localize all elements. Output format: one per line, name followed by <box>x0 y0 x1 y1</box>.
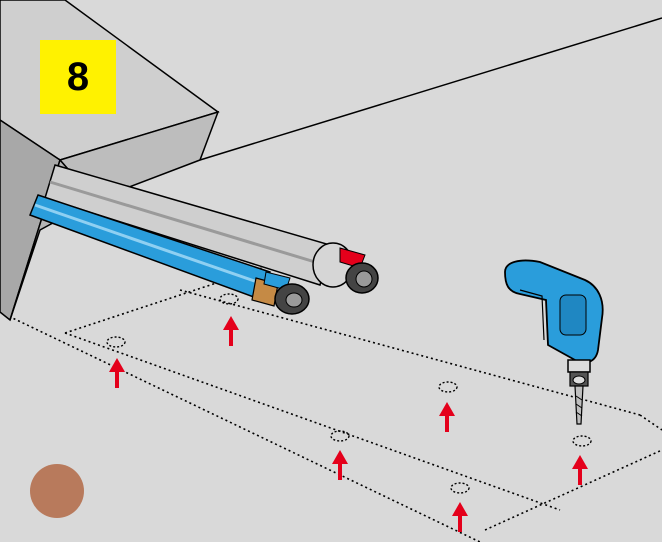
circle-marker <box>30 464 84 518</box>
arrow-up-icon <box>332 450 348 480</box>
arrow-up-icons <box>109 316 588 532</box>
hole-marker <box>450 482 470 494</box>
dotted-layout-lines <box>0 261 662 542</box>
step-number-badge: 8 <box>40 40 116 114</box>
grey-pipe <box>44 164 379 294</box>
arrow-up-icon <box>452 502 468 532</box>
blue-pipe <box>29 194 310 315</box>
hole-marker <box>330 430 350 442</box>
hole-marker <box>572 435 592 447</box>
power-drill-icon <box>504 259 604 425</box>
arrow-up-icon <box>572 455 588 485</box>
arrow-up-icon <box>223 316 239 346</box>
arrow-up-icon <box>109 358 125 388</box>
drill-hole-markers <box>106 293 592 494</box>
hole-marker <box>438 381 458 393</box>
arrow-up-icon <box>439 402 455 432</box>
step-number: 8 <box>66 54 90 99</box>
hole-marker <box>106 336 126 348</box>
hole-marker <box>219 293 239 305</box>
